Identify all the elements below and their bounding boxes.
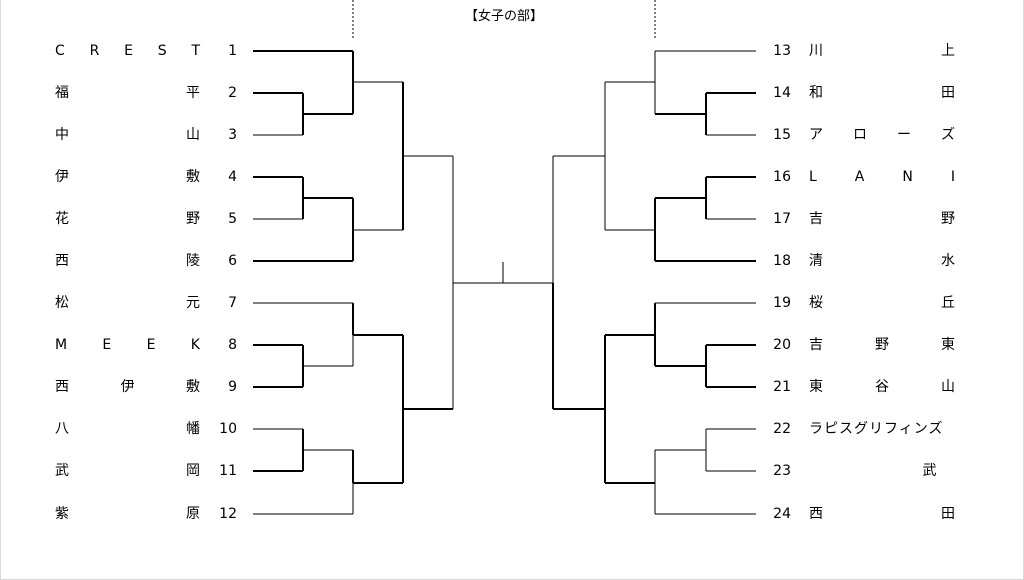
right-team-name: 和 田 (809, 85, 955, 101)
left-team-number: 7 (228, 295, 237, 311)
left-team-number: 4 (228, 169, 237, 185)
right-team-name: 川 上 (809, 43, 955, 59)
left-team-number: 3 (228, 127, 237, 143)
right-team-number: 24 (773, 506, 791, 522)
right-team-number: 14 (773, 85, 791, 101)
right-team-name: ア ロ ー ズ (809, 127, 955, 143)
right-team-name: 西 田 (809, 506, 955, 522)
left-team-number: 8 (228, 337, 237, 353)
right-team-number: 13 (773, 43, 791, 59)
right-team-name: L A N I (809, 169, 955, 185)
left-team-number: 10 (219, 421, 237, 437)
right-team-number: 20 (773, 337, 791, 353)
left-team-number: 11 (219, 463, 237, 479)
left-team-name: 福 平 (55, 85, 200, 101)
left-team-number: 2 (228, 85, 237, 101)
left-team-name: 花 野 (55, 211, 200, 227)
left-team-number: 9 (228, 379, 237, 395)
left-team-name: 中 山 (55, 127, 200, 143)
page-title: 【女子の部】 (464, 9, 543, 24)
right-team-name: 清 水 (809, 253, 955, 269)
right-team-number: 22 (773, 421, 791, 437)
right-team-name: 吉 野 (809, 211, 955, 227)
left-team-number: 5 (228, 211, 237, 227)
right-team-name: ラピスグリフィンズ (809, 421, 944, 437)
right-team-name: 吉 野 東 (809, 337, 955, 353)
left-team-name: 松 元 (55, 295, 200, 311)
right-team-number: 19 (773, 295, 791, 311)
left-team-number: 12 (219, 506, 237, 522)
left-team-name: M E E K (55, 337, 200, 353)
left-team-number: 1 (228, 43, 237, 59)
right-team-number: 23 (773, 463, 791, 479)
left-team-name: 武 岡 (55, 463, 200, 479)
right-team-number: 18 (773, 253, 791, 269)
right-team-number: 21 (773, 379, 791, 395)
left-team-name: 西 伊 敷 (55, 379, 200, 395)
left-team-name: C R E S T (55, 43, 200, 59)
right-team-number: 16 (773, 169, 791, 185)
right-team-number: 17 (773, 211, 791, 227)
right-team-number: 15 (773, 127, 791, 143)
left-team-name: 伊 敷 (55, 169, 200, 185)
right-team-name: 桜 丘 (809, 295, 955, 311)
left-team-name: 紫 原 (55, 506, 200, 522)
right-team-name: 武 (809, 463, 955, 479)
left-team-name: 西 陵 (55, 253, 200, 269)
left-team-name: 八 幡 (55, 421, 200, 437)
left-team-number: 6 (228, 253, 237, 269)
right-team-name: 東 谷 山 (809, 379, 955, 395)
